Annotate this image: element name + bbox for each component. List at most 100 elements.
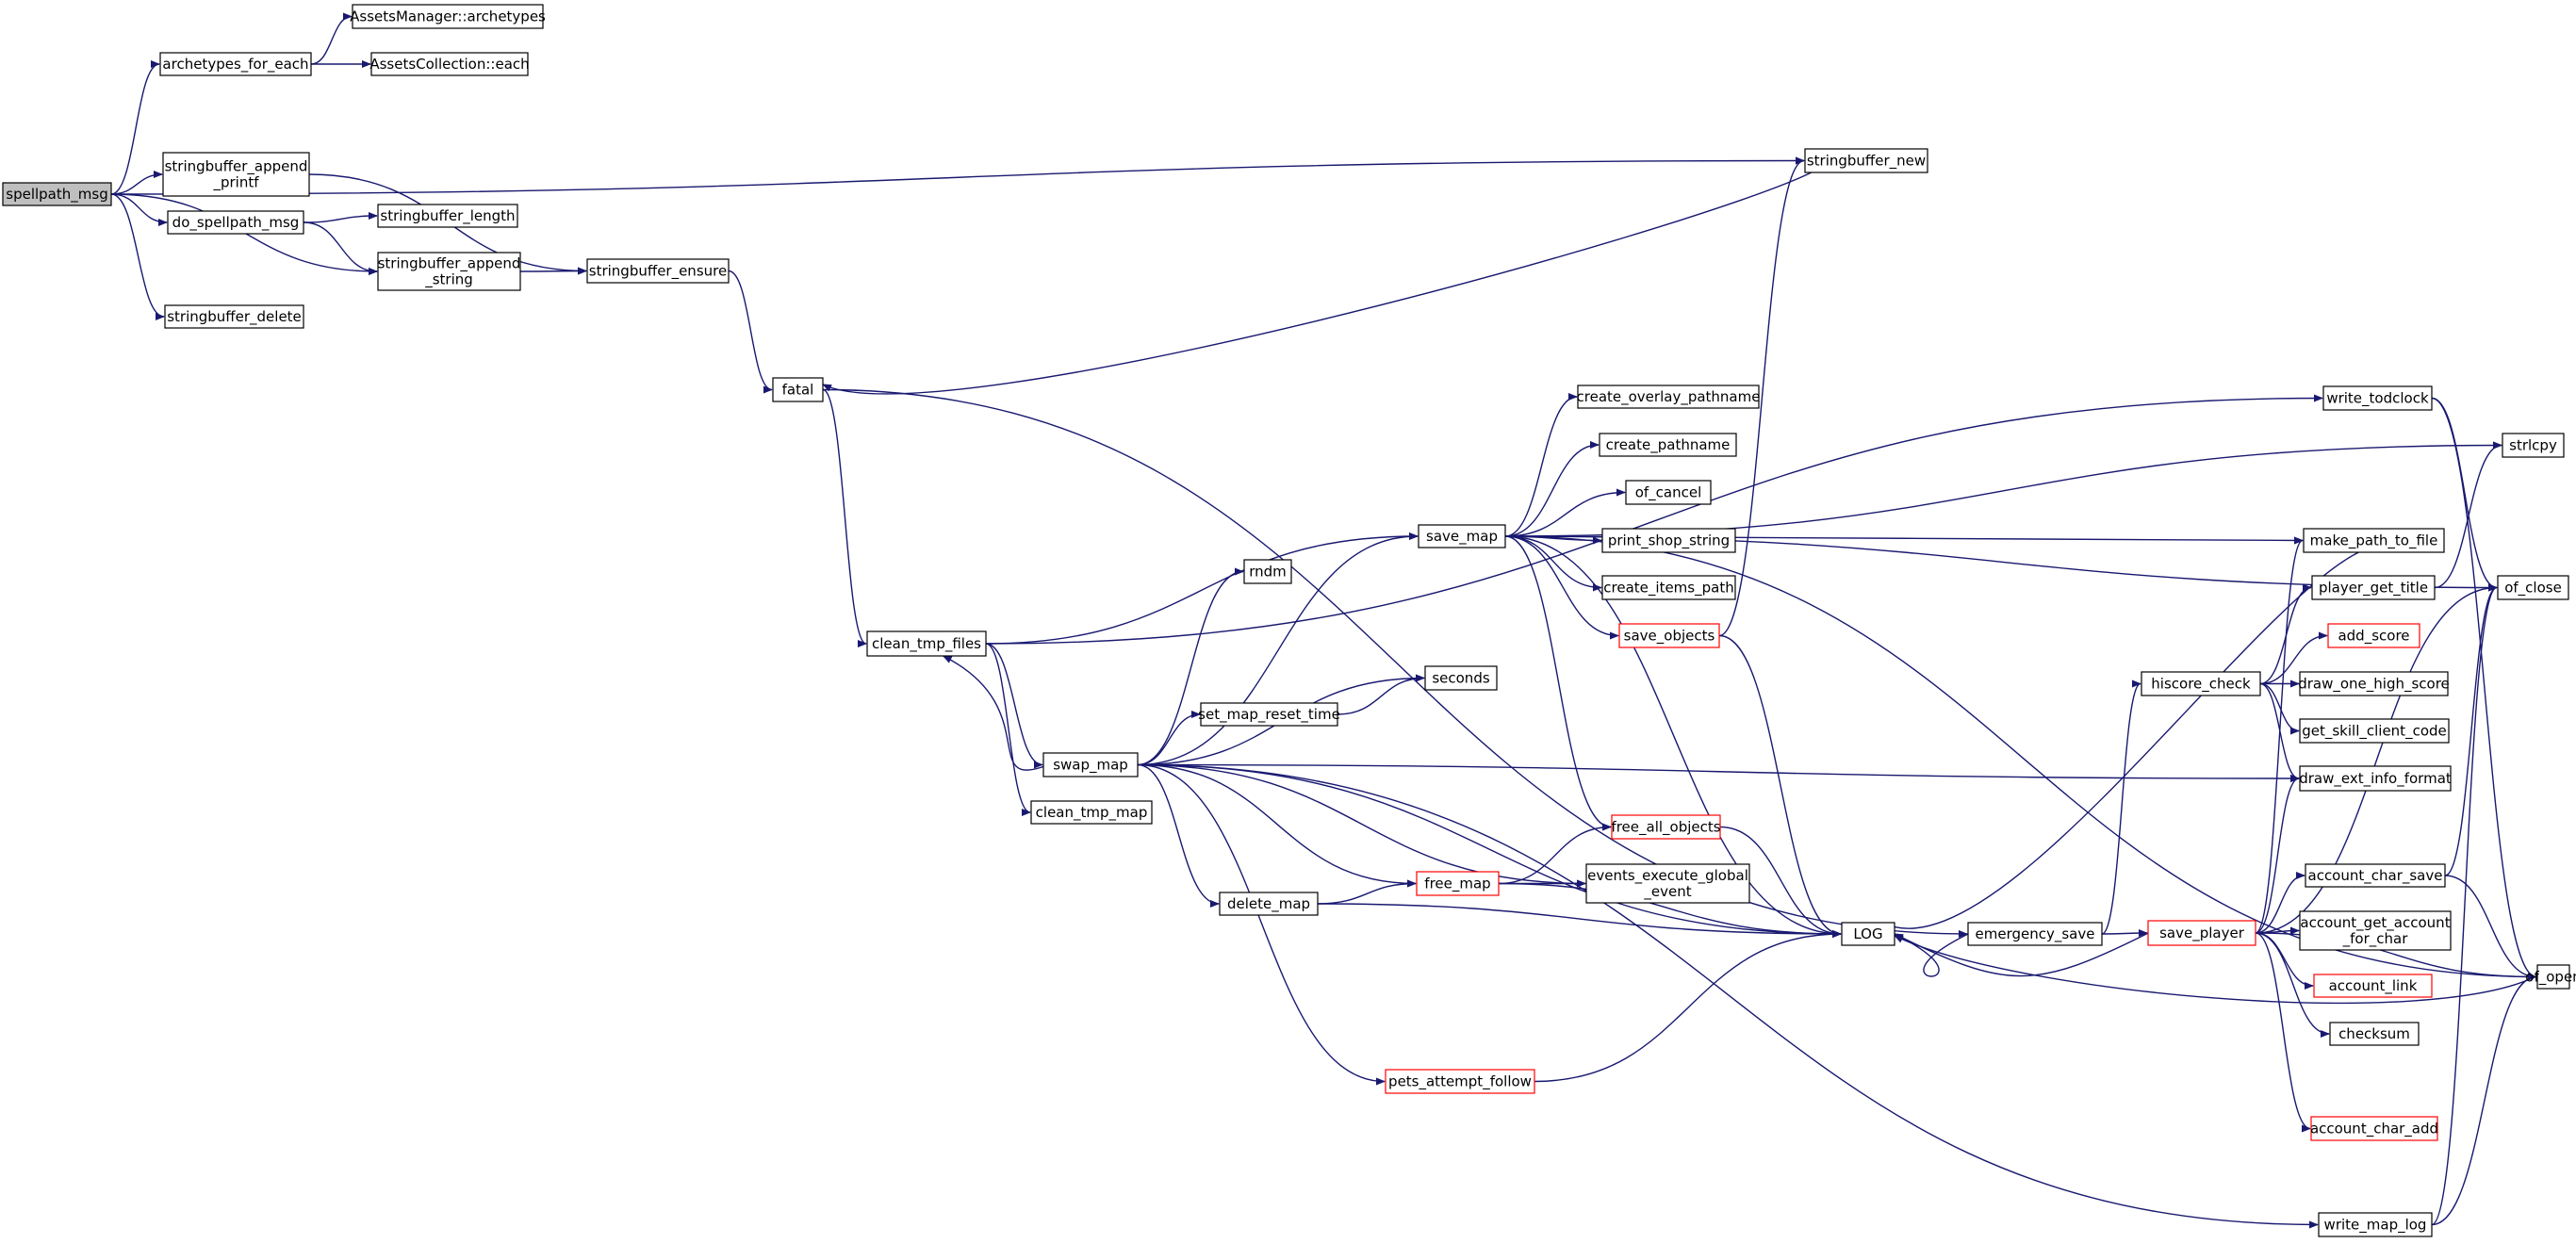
- node-seconds[interactable]: seconds: [1424, 665, 1498, 691]
- node-of_open[interactable]: of_open: [2525, 964, 2576, 990]
- node-label: stringbuffer_append: [378, 255, 521, 273]
- edge-swap_map-to-delete_map: [1137, 763, 1220, 908]
- edge-delete_map-to-LOG: [1317, 903, 1842, 938]
- node-hiscore_check[interactable]: hiscore_check: [2141, 671, 2261, 696]
- edge-save_map-to-of_cancel: [1504, 488, 1626, 537]
- node-stringbuffer_ensure[interactable]: stringbuffer_ensure: [586, 258, 730, 284]
- edge-player_get_title-to-strlcpy: [2434, 441, 2502, 589]
- edge-archetypes_for_each-to-AssetsManager_archetypes: [310, 12, 353, 65]
- node-delete_map[interactable]: delete_map: [1219, 892, 1319, 916]
- node-label: save_player: [2159, 925, 2245, 942]
- node-fatal[interactable]: fatal: [772, 377, 824, 402]
- node-account_link[interactable]: account_link: [2313, 974, 2433, 998]
- node-save_map[interactable]: save_map: [1418, 524, 1506, 548]
- nodes-layer: spellpath_msg archetypes_for_each AssetsMa…: [2, 4, 2576, 1237]
- node-stringbuffer_delete[interactable]: stringbuffer_delete: [164, 304, 304, 329]
- edge-stringbuffer_ensure-to-fatal: [728, 270, 773, 394]
- node-draw_one_high_score[interactable]: draw_one_high_score: [2298, 671, 2450, 696]
- edge-emergency_save-to-hiscore_check: [2101, 679, 2141, 935]
- node-add_score[interactable]: add_score: [2327, 623, 2420, 648]
- node-checksum[interactable]: checksum: [2329, 1022, 2420, 1046]
- node-stringbuffer_append_string[interactable]: stringbuffer_append_string: [377, 252, 521, 291]
- node-box: [2318, 1212, 2433, 1237]
- node-label: pets_attempt_follow: [1388, 1073, 1532, 1091]
- node-save_player[interactable]: save_player: [2147, 920, 2256, 946]
- node-label: _for_char: [2342, 930, 2409, 948]
- node-player_get_title[interactable]: player_get_title: [2311, 575, 2436, 600]
- node-label: create_pathname: [1606, 436, 1731, 454]
- node-set_map_reset_time[interactable]: set_map_reset_time: [1198, 702, 1340, 727]
- node-of_cancel[interactable]: of_cancel: [1625, 480, 1712, 505]
- node-write_map_log[interactable]: write_map_log: [2318, 1212, 2433, 1237]
- node-account_char_save[interactable]: account_char_save: [2305, 863, 2446, 888]
- node-of_close[interactable]: of_close: [2497, 575, 2569, 600]
- node-box: [1841, 922, 1895, 946]
- edge-swap_map-to-LOG: [1137, 763, 1842, 938]
- node-events_execute_global_event[interactable]: events_execute_global_event: [1585, 863, 1750, 904]
- node-box: [1030, 800, 1153, 825]
- node-pets_attempt_follow[interactable]: pets_attempt_follow: [1385, 1069, 1535, 1094]
- node-spellpath_msg[interactable]: spellpath_msg: [2, 182, 112, 206]
- edge-do_spellpath_msg-to-stringbuffer_length: [303, 212, 378, 223]
- node-strlcpy[interactable]: strlcpy: [2502, 433, 2565, 458]
- node-LOG[interactable]: LOG: [1841, 922, 1895, 946]
- node-free_map[interactable]: free_map: [1416, 871, 1500, 896]
- node-label: do_spellpath_msg: [172, 214, 300, 232]
- node-draw_ext_info_format[interactable]: draw_ext_info_format: [2299, 765, 2452, 792]
- node-box: [1577, 385, 1760, 409]
- node-account_get_account_for_char[interactable]: account_get_account_for_char: [2299, 910, 2452, 951]
- edge-spellpath_msg-to-do_spellpath_msg: [110, 193, 168, 226]
- node-account_char_add[interactable]: account_char_add: [2310, 1116, 2438, 1141]
- node-clean_tmp_files[interactable]: clean_tmp_files: [866, 630, 987, 657]
- edge-clean_tmp_files-to-clean_tmp_map: [985, 643, 1031, 816]
- node-label: hiscore_check: [2151, 676, 2251, 694]
- node-do_spellpath_msg[interactable]: do_spellpath_msg: [167, 210, 304, 235]
- node-clean_tmp_map[interactable]: clean_tmp_map: [1030, 800, 1153, 825]
- edge-swap_map-to-clean_tmp_files: [942, 655, 1075, 771]
- node-box: [2310, 1116, 2438, 1141]
- node-stringbuffer_new[interactable]: stringbuffer_new: [1804, 148, 1928, 173]
- edge-fatal-to-clean_tmp_files: [822, 388, 867, 647]
- node-label: draw_ext_info_format: [2299, 770, 2452, 788]
- edge-spellpath_msg-to-stringbuffer_new: [110, 156, 1805, 195]
- node-stringbuffer_length[interactable]: stringbuffer_length: [377, 204, 518, 228]
- node-box: [352, 4, 544, 29]
- edge-write_todclock-to-of_open: [2431, 397, 2537, 981]
- node-create_pathname[interactable]: create_pathname: [1599, 433, 1737, 457]
- node-print_shop_string[interactable]: print_shop_string: [1601, 528, 1736, 553]
- edge-swap_map-to-save_map: [1137, 532, 1419, 766]
- node-create_overlay_pathname[interactable]: create_overlay_pathname: [1577, 385, 1761, 409]
- node-box: [1418, 524, 1506, 548]
- edge-stringbuffer_append_string-to-stringbuffer_ensure: [519, 267, 587, 275]
- node-AssetsCollection_each[interactable]: AssetsCollection::each: [369, 52, 530, 76]
- node-get_skill_client_code[interactable]: get_skill_client_code: [2299, 718, 2450, 744]
- node-box: [2147, 920, 2256, 946]
- edge-write_map_log-to-of_open: [2431, 973, 2537, 1226]
- node-label: write_map_log: [2324, 1217, 2427, 1235]
- node-label: write_todclock: [2326, 390, 2429, 408]
- node-box: [2299, 910, 2452, 951]
- node-label: _string: [424, 271, 473, 289]
- node-label: account_link: [2329, 977, 2418, 995]
- node-swap_map[interactable]: swap_map: [1042, 752, 1139, 778]
- node-archetypes_for_each[interactable]: archetypes_for_each: [159, 52, 312, 76]
- edge-hiscore_check-to-add_score: [2259, 631, 2328, 685]
- node-write_todclock[interactable]: write_todclock: [2322, 385, 2433, 411]
- node-box: [2327, 623, 2420, 648]
- node-box: [2311, 575, 2436, 600]
- node-rndm[interactable]: rndm: [1243, 559, 1292, 584]
- node-label: make_path_to_file: [2310, 532, 2438, 550]
- node-stringbuffer_append_printf[interactable]: stringbuffer_append_printf: [162, 152, 310, 197]
- node-label: draw_one_high_score: [2298, 676, 2450, 694]
- node-box: [1611, 814, 1721, 840]
- node-create_items_path[interactable]: create_items_path: [1601, 575, 1736, 600]
- node-label: _printf: [212, 174, 259, 192]
- node-free_all_objects[interactable]: free_all_objects: [1611, 814, 1721, 840]
- node-label: save_map: [1426, 528, 1498, 546]
- node-box: [2141, 671, 2261, 696]
- node-save_objects[interactable]: save_objects: [1618, 623, 1720, 648]
- node-make_path_to_file[interactable]: make_path_to_file: [2303, 528, 2445, 553]
- node-emergency_save[interactable]: emergency_save: [1967, 922, 2103, 946]
- node-AssetsManager_archetypes[interactable]: AssetsManager::archetypes: [350, 4, 546, 29]
